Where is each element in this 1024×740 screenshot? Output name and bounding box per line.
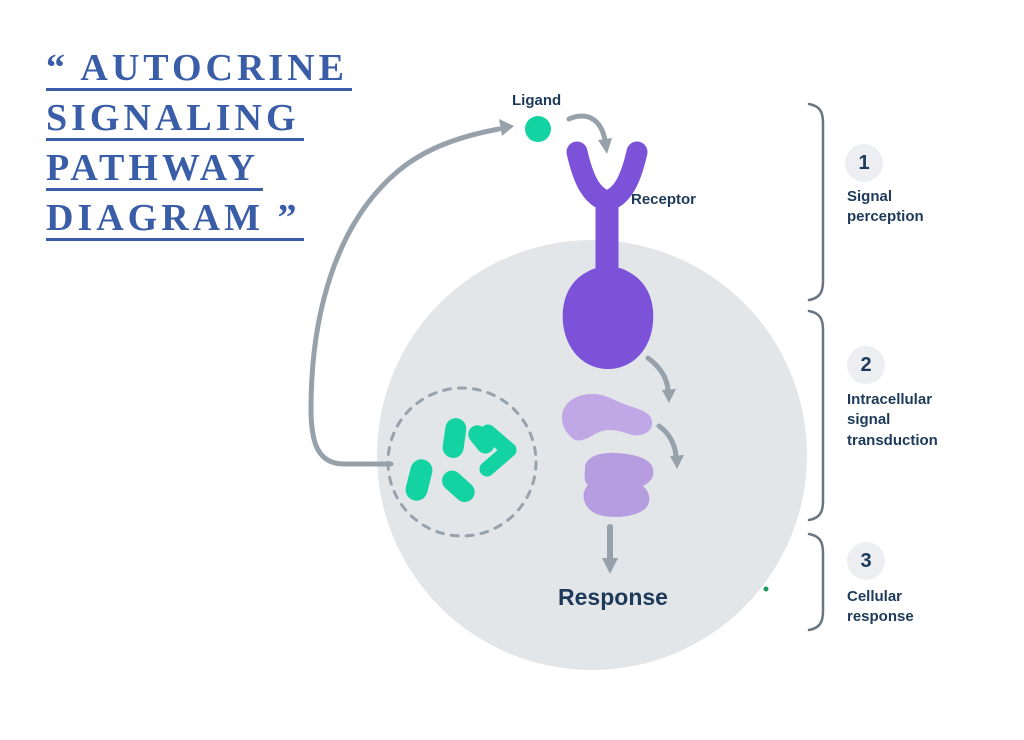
ligand-molecule-icon xyxy=(442,470,475,503)
title-line-1: “ AUTOCRINE xyxy=(46,49,352,91)
response-arrow xyxy=(602,524,618,574)
transduction-arrow-2 xyxy=(656,423,684,469)
receptor-shape xyxy=(562,141,654,369)
arrowhead-icon xyxy=(670,455,684,469)
step-brackets xyxy=(807,102,825,632)
transduction-arrow-2-line xyxy=(656,423,679,459)
ligand-label: Ligand xyxy=(512,92,562,109)
step-3-label: Cellular response xyxy=(847,588,914,626)
bracket-step-2 xyxy=(807,309,825,522)
receptor-stem xyxy=(595,197,619,277)
bracket-step-1 xyxy=(807,102,825,302)
receptor-bulb xyxy=(562,268,654,369)
step-2-label: Intracellular signal transduction xyxy=(847,391,938,449)
ligand-dot xyxy=(525,116,551,142)
page-title: “ AUTOCRINE SIGNALING PATHWAY DIAGRAM ” xyxy=(46,46,386,246)
signal-protein-blob-2 xyxy=(583,452,654,518)
signal-protein-blob-1 xyxy=(561,393,653,441)
arrowhead-icon xyxy=(598,138,612,154)
feedback-arrow-line xyxy=(308,126,502,467)
feedback-arrow xyxy=(308,119,514,467)
step-1-label: Signal perception xyxy=(847,188,924,226)
bracket-step-3 xyxy=(807,532,825,632)
response-label: Response xyxy=(558,584,668,610)
step-2-number: 2 xyxy=(860,353,872,376)
ligand-arrow-line xyxy=(566,113,608,143)
step-3-badge: 3 xyxy=(847,542,885,580)
arrowhead-icon xyxy=(662,389,676,403)
title-line-2: SIGNALING xyxy=(46,99,304,141)
ligand-molecule-icon xyxy=(442,418,467,458)
ligand-molecules xyxy=(405,418,517,503)
ligand-molecule-icon xyxy=(405,459,433,501)
title-line-4: DIAGRAM ” xyxy=(46,199,305,241)
stray-speck xyxy=(763,586,769,592)
transduction-arrow-1 xyxy=(645,355,676,403)
step-3-number: 3 xyxy=(860,549,872,572)
receptor-label: Receptor xyxy=(631,191,697,208)
title-line-3: PATHWAY xyxy=(46,149,264,191)
step-1-number: 1 xyxy=(858,151,870,174)
ligand-molecule-icon xyxy=(468,425,495,454)
arrowhead-icon xyxy=(602,558,618,574)
step-1-badge: 1 xyxy=(845,144,883,182)
transduction-arrow-1-line xyxy=(645,355,671,393)
step-2-badge: 2 xyxy=(847,346,885,384)
receptor-arms xyxy=(566,141,648,212)
cell-body xyxy=(377,240,807,670)
arrowhead-icon xyxy=(499,119,514,136)
ligand-molecule-icon xyxy=(479,424,517,477)
ligand-to-receptor-arrow xyxy=(566,113,612,154)
